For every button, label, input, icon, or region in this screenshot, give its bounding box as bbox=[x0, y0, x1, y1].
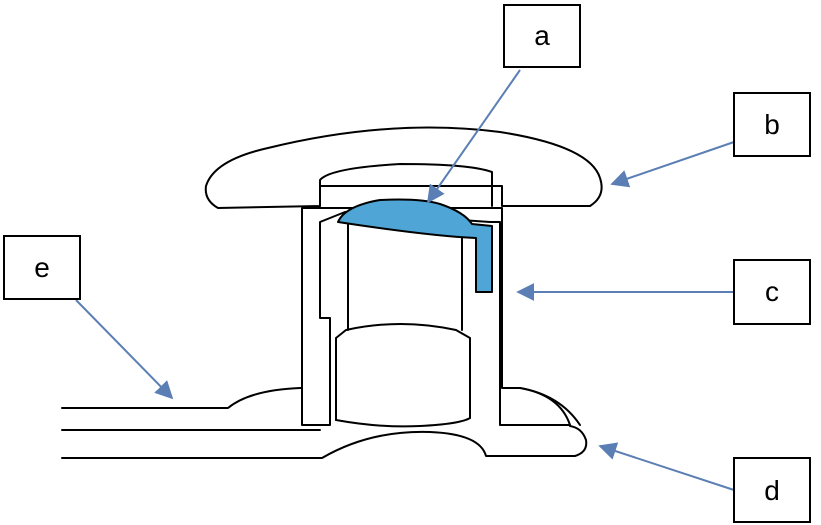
label-box-b: b bbox=[733, 92, 811, 157]
leader-a bbox=[426, 69, 521, 204]
top-cap bbox=[204, 126, 603, 209]
label-c: c bbox=[765, 276, 779, 307]
label-box-a: a bbox=[503, 4, 581, 68]
leader-d bbox=[598, 442, 735, 491]
outer-body bbox=[301, 207, 571, 426]
label-box-c: c bbox=[733, 259, 811, 325]
label-d: d bbox=[764, 475, 780, 506]
valve-flap bbox=[337, 198, 493, 293]
leader-e bbox=[75, 299, 174, 400]
label-e: e bbox=[34, 252, 50, 283]
label-b: b bbox=[764, 109, 780, 140]
leader-b bbox=[610, 141, 735, 188]
label-box-e: e bbox=[3, 235, 81, 300]
label-box-d: d bbox=[733, 457, 811, 523]
bottom-flange bbox=[61, 387, 588, 459]
inner-channel bbox=[335, 221, 471, 421]
inner-base bbox=[335, 417, 471, 428]
label-a: a bbox=[534, 20, 550, 51]
cap-well bbox=[319, 163, 493, 207]
